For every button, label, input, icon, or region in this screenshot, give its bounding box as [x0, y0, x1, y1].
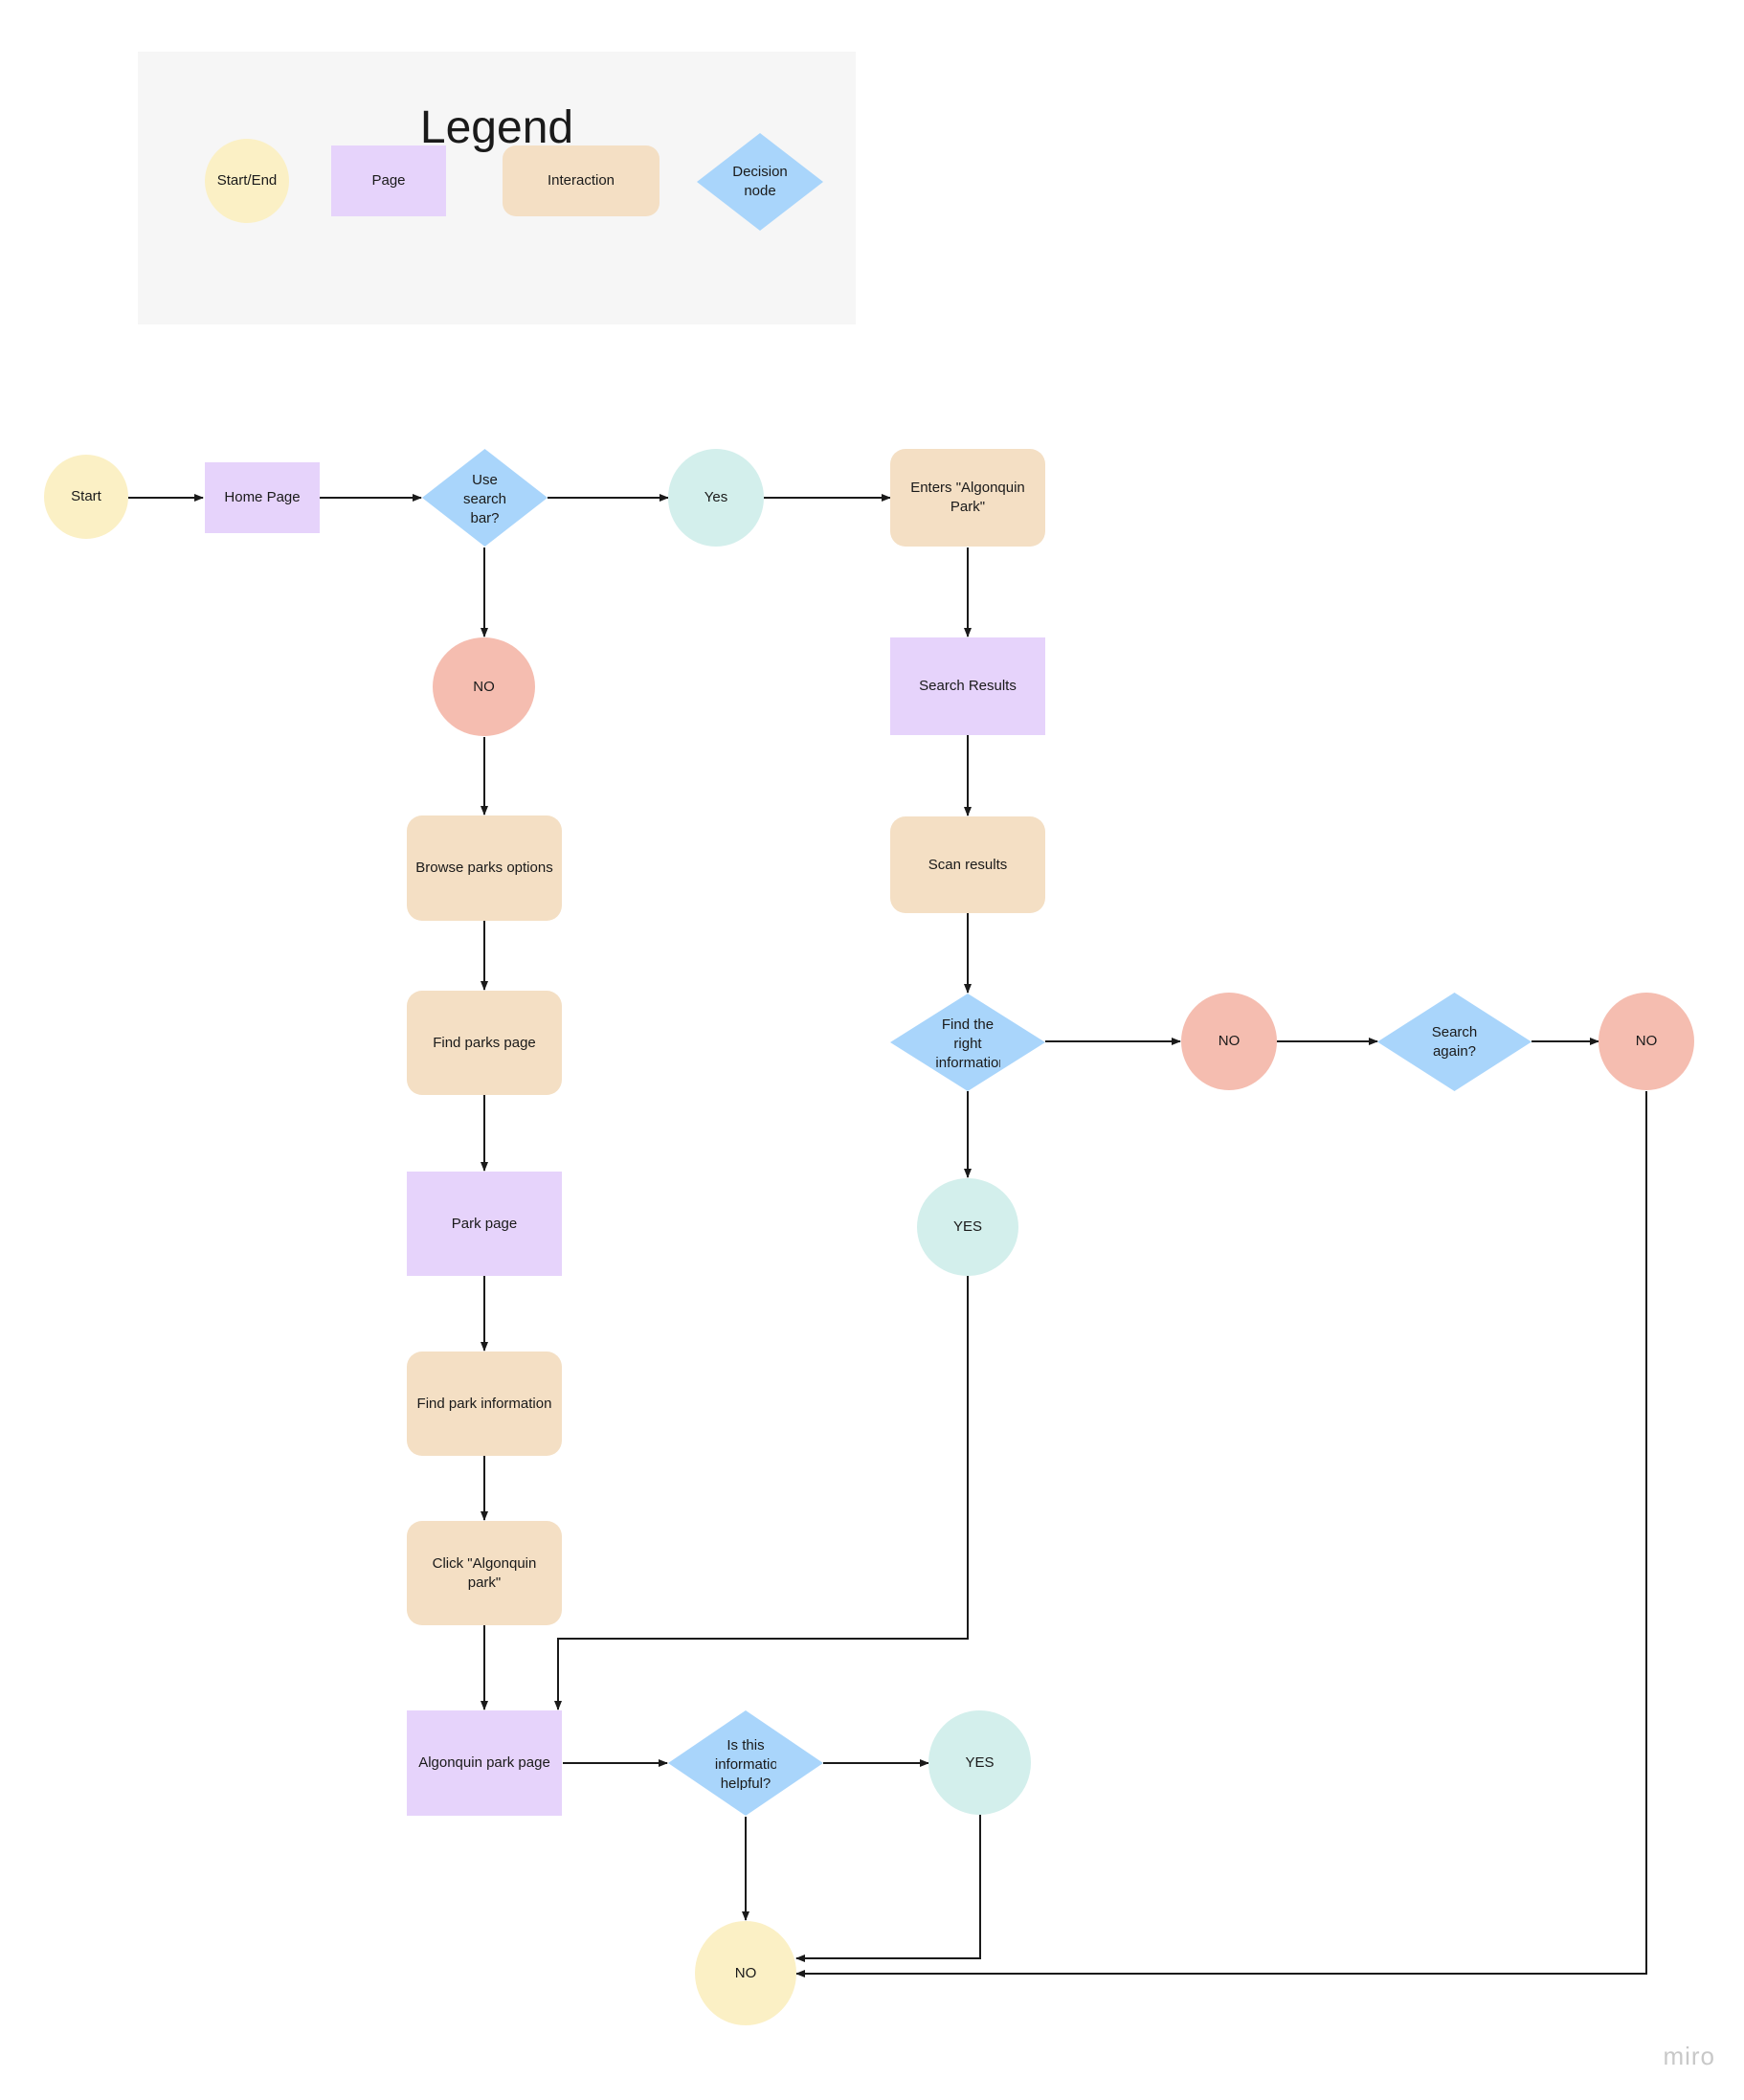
legend-interaction-shape: Interaction [503, 145, 660, 216]
node-click-algonquin[interactable]: Click "Algonquin park" [407, 1521, 562, 1625]
node-yes-helpful-label: YES [965, 1754, 995, 1771]
node-scan-results-label: Scan results [928, 856, 1008, 873]
node-info-helpful[interactable]: Is this information helpful? [668, 1710, 823, 1816]
node-enters-algonquin[interactable]: Enters "Algonquin Park" [890, 449, 1045, 547]
node-search-again-label: Search again? [1431, 1023, 1478, 1060]
legend-interaction-label: Interaction [547, 172, 615, 189]
node-no-find-info-label: NO [1218, 1033, 1241, 1049]
legend-page-shape: Page [331, 145, 446, 216]
node-browse-parks[interactable]: Browse parks options [407, 815, 562, 921]
node-start[interactable]: Start [44, 455, 128, 539]
node-search-again-diamond [1377, 993, 1532, 1091]
node-yes-find-info[interactable]: YES [917, 1178, 1018, 1276]
node-yes-find-info-label: YES [952, 1218, 982, 1235]
node-no-search[interactable]: NO [433, 637, 535, 736]
node-end-no-label: NO [734, 1964, 757, 1981]
node-start-label: Start [71, 488, 101, 504]
node-find-parks-page-label: Find parks page [433, 1034, 536, 1051]
node-find-right-info-diamond [890, 994, 1045, 1091]
node-no-find-info[interactable]: NO [1181, 993, 1277, 1090]
node-find-parks-page[interactable]: Find parks page [407, 991, 562, 1095]
node-no-search-again[interactable]: NO [1599, 993, 1694, 1090]
node-info-helpful-label: Is this information helpful? [714, 1737, 777, 1790]
node-search-results[interactable]: Search Results [890, 637, 1045, 735]
node-info-helpful-diamond [668, 1710, 823, 1816]
legend-start-end-shape: Start/End [205, 139, 289, 223]
node-park-page-label: Park page [451, 1215, 518, 1232]
node-use-search-bar-label: Use search bar? [462, 472, 507, 525]
node-use-search-bar-diamond [422, 449, 548, 547]
node-scan-results[interactable]: Scan results [890, 816, 1045, 913]
node-home-page-label: Home Page [224, 489, 301, 505]
edge-yes-to-end [795, 1815, 981, 1962]
node-no-search-label: NO [473, 678, 495, 695]
node-find-park-info-label: Find park information [416, 1395, 552, 1412]
node-find-right-info-label: Find the right information [935, 1016, 1000, 1069]
miro-brand-logo: miro [1663, 2042, 1715, 2070]
node-enters-algonquin-label: Enters "Algonquin Park" [910, 480, 1025, 515]
node-algonquin-page-label: Algonquin park page [418, 1754, 550, 1771]
node-search-again[interactable]: Search again? [1377, 993, 1532, 1091]
node-algonquin-page[interactable]: Algonquin park page [407, 1710, 562, 1816]
edge-search-again-no-to-end [795, 1091, 1647, 1977]
node-yes-search[interactable]: Yes [668, 449, 764, 547]
legend-page-label: Page [371, 172, 406, 189]
node-end-no[interactable]: NO [695, 1921, 796, 2025]
legend-start-end-label: Start/End [216, 172, 278, 189]
legend-decision-label: Decision node [732, 164, 788, 199]
node-search-results-label: Search Results [919, 678, 1017, 694]
legend-decision-diamond [697, 133, 823, 231]
node-find-park-info[interactable]: Find park information [407, 1352, 562, 1456]
edge-yes-to-algonquin-page [554, 1276, 969, 1710]
node-no-search-again-label: NO [1635, 1033, 1658, 1049]
node-yes-helpful[interactable]: YES [928, 1710, 1031, 1815]
node-home-page[interactable]: Home Page [205, 462, 320, 533]
node-use-search-bar[interactable]: Use search bar? [422, 449, 548, 547]
legend-decision-shape: Decision node [697, 133, 823, 231]
node-click-algonquin-label: Click "Algonquin park" [432, 1554, 537, 1591]
node-yes-search-label: Yes [704, 489, 728, 505]
node-park-page[interactable]: Park page [407, 1172, 562, 1276]
legend-title: Legend [419, 102, 574, 153]
node-find-right-info[interactable]: Find the right information [890, 994, 1045, 1091]
node-browse-parks-label: Browse parks options [415, 860, 553, 876]
